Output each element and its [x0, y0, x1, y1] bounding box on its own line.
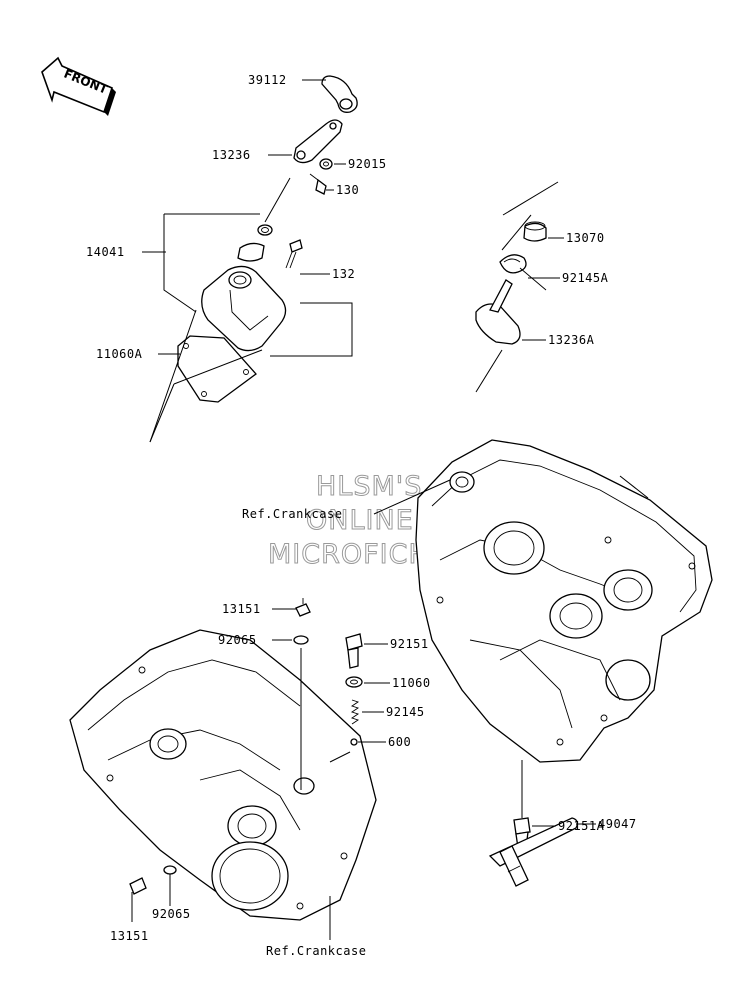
label-39112: 39112	[248, 73, 287, 87]
crankcase-left	[69, 629, 377, 921]
label-11060A: 11060A	[96, 347, 143, 361]
label-13151-bottom: 13151	[110, 929, 149, 943]
label-11060: 11060	[392, 676, 431, 690]
label-92015: 92015	[348, 157, 387, 171]
ref-crankcase-lower: Ref.Crankcase	[266, 944, 366, 958]
detent-parts	[129, 598, 578, 895]
label-92145A: 92145A	[562, 271, 609, 285]
front-arrow-icon: FRONT	[41, 56, 116, 116]
label-92065-bottom: 92065	[152, 907, 191, 921]
ref-crankcase-upper: Ref.Crankcase	[242, 507, 342, 521]
watermark-line-1: HLSM'S	[316, 471, 422, 502]
label-92065-top: 92065	[218, 633, 257, 647]
callouts: 39112 13236 92015 130 14041 132 11060A 1…	[86, 73, 637, 958]
shift-shaft-assembly	[475, 181, 649, 499]
label-13151-top: 13151	[222, 602, 261, 616]
label-13236: 13236	[212, 148, 251, 162]
watermark-line-2: ONLINE	[306, 505, 414, 536]
label-14041: 14041	[86, 245, 125, 259]
label-92151: 92151	[390, 637, 429, 651]
label-92145: 92145	[386, 705, 425, 719]
label-49047: 49047	[598, 817, 637, 831]
label-13070: 13070	[566, 231, 605, 245]
label-132: 132	[332, 267, 355, 281]
label-600: 600	[388, 735, 411, 749]
label-92151A: 92151A	[558, 819, 605, 833]
label-130: 130	[336, 183, 359, 197]
crankcase-right	[415, 439, 713, 763]
label-13236A: 13236A	[548, 333, 595, 347]
shift-lever-assembly	[149, 75, 358, 443]
